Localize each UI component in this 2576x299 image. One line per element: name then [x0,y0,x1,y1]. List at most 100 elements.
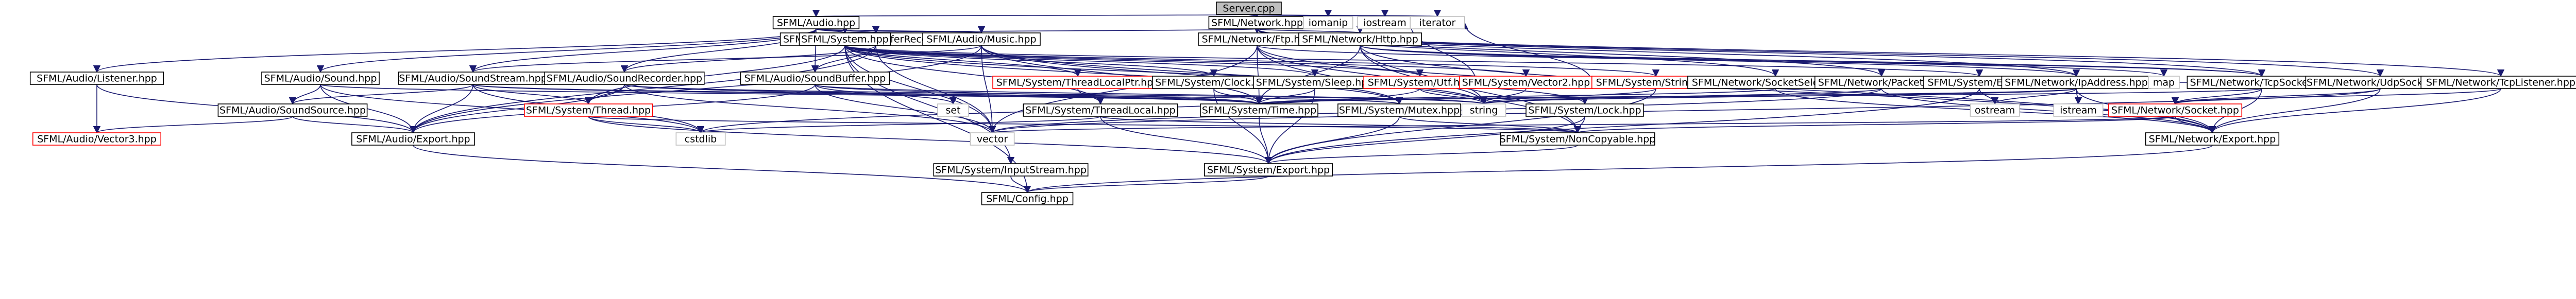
node-iostream-label: iostream [1363,17,1406,29]
node-lock[interactable]: SFML/System/Lock.hpp [1526,103,1644,117]
edge-soundbuffer-to-vector [815,84,996,134]
node-soundsource[interactable]: SFML/Audio/SoundSource.hpp [217,103,368,117]
node-sysexport-box [1204,163,1333,177]
node-lock-box [1526,103,1644,117]
node-set-box [937,103,969,117]
node-vector3-box [32,132,161,146]
edge-sockselector-to-time [1256,88,1776,105]
node-time[interactable]: SFML/System/Time.hpp [1200,103,1318,117]
node-tlptr[interactable]: SFML/System/ThreadLocalPtr.hpp [992,76,1163,89]
node-netexport-label: SFML/Network/Export.hpp [2149,134,2276,145]
edge-tcplistener-to-netexport [2208,88,2501,134]
node-utf-label: SFML/System/Utf.hpp [1368,77,1472,89]
node-netexport[interactable]: SFML/Network/Export.hpp [2145,132,2280,146]
node-soundsource-box [217,103,368,117]
node-server[interactable]: Server.cpp [1216,2,1282,15]
node-audio[interactable]: SFML/Audio.hpp [772,16,860,29]
node-thread[interactable]: SFML/System/Thread.hpp [523,103,653,117]
node-lock-label: SFML/System/Lock.hpp [1528,105,1641,116]
node-socket-box [2108,103,2243,117]
edge-udpsocket-to-netexport [2208,88,2381,134]
node-noncopyable[interactable]: SFML/System/NonCopyable.hpp [1500,132,1656,146]
edge-sound-to-soundsource [289,84,321,105]
node-string_std-box [1461,103,1506,117]
node-vector3[interactable]: SFML/Audio/Vector3.hpp [32,132,161,146]
edge-lock-to-sysexport [1264,116,1585,165]
edge-ftp-to-string_std [1257,45,1488,105]
node-audioexport[interactable]: SFML/Audio/Export.hpp [351,132,475,146]
node-tcplistener[interactable]: SFML/Network/TcpListener.hpp [2420,76,2576,89]
edge-soundsource-to-audioexport [292,116,417,134]
node-listener[interactable]: SFML/Audio/Listener.hpp [29,72,164,85]
node-threadlocal[interactable]: SFML/System/ThreadLocal.hpp [1023,103,1178,117]
edge-ipaddress-to-istream [2074,88,2082,105]
edge-socket-to-noncopyable [1574,116,2176,134]
node-listener-label: SFML/Audio/Listener.hpp [37,73,157,84]
node-soundrecorder[interactable]: SFML/Audio/SoundRecorder.hpp [544,72,705,85]
node-string-label: SFML/System/String.hpp [1596,77,1716,89]
node-audioexport-label: SFML/Audio/Export.hpp [356,134,470,145]
node-config-box [981,192,1074,205]
node-vector2[interactable]: SFML/System/Vector2.hpp [1459,76,1594,89]
node-mutex[interactable]: SFML/System/Mutex.hpp [1337,103,1461,117]
node-time-label: SFML/System/Time.hpp [1202,105,1316,116]
node-udpsocket-label: SFML/Network/UdpSocket.hpp [2307,77,2454,89]
edge-sysexport-to-config [1024,175,1269,194]
node-inputstream[interactable]: SFML/System/InputStream.hpp [933,163,1089,177]
edge-mutex-to-noncopyable [1399,116,1581,134]
node-iomanip-label: iomanip [1309,17,1348,29]
edge-string-to-string_std [1480,88,1656,105]
node-socket[interactable]: SFML/Network/Socket.hpp [2108,103,2243,117]
node-config[interactable]: SFML/Config.hpp [981,192,1074,205]
node-inputstream-box [933,163,1089,177]
node-tlptr-box [992,76,1163,89]
node-sysexport-label: SFML/System/Export.hpp [1207,165,1330,176]
node-ipaddress[interactable]: SFML/Network/IpAddress.hpp [2001,76,2151,89]
edge-http-to-map [1360,45,2167,77]
node-soundstream[interactable]: SFML/Audio/SoundStream.hpp [398,72,548,85]
edge-http-to-noncopyable [1360,45,1582,134]
edge-noncopyable-to-sysexport [1265,145,1578,165]
node-music-box [922,32,1041,46]
node-istream-label: istream [2060,105,2097,116]
edge-tlptr-to-threadlocal [1077,88,1105,105]
edge-socket-to-vector [989,116,2176,134]
node-network[interactable]: SFML/Network.hpp [1208,16,1306,29]
node-http[interactable]: SFML/Network/Http.hpp [1298,32,1422,46]
node-socket-label: SFML/Network/Socket.hpp [2111,105,2239,116]
node-ftp[interactable]: SFML/Network/Ftp.hpp [1198,32,1316,46]
node-sysexport[interactable]: SFML/System/Export.hpp [1204,163,1333,177]
edge-sbr-to-vector [875,45,996,134]
node-tcplistener-box [2420,76,2576,89]
edge-threadlocal-to-noncopyable [1100,116,1581,134]
edge-soundrecorder-to-thread [584,84,625,105]
node-utf[interactable]: SFML/System/Utf.hpp [1363,76,1477,89]
edge-soundsource-to-vector3 [93,116,293,134]
edge-tcpsocket-to-time [1256,88,2262,105]
node-sound-label: SFML/Audio/Sound.hpp [264,73,377,84]
edge-audio-to-music [816,26,985,34]
edge-thread-to-cstdlib [588,116,705,134]
node-server-box [1216,2,1282,15]
node-network-box [1208,16,1306,29]
node-soundbuffer[interactable]: SFML/Audio/SoundBuffer.hpp [740,72,890,85]
node-sound[interactable]: SFML/Audio/Sound.hpp [261,72,380,85]
node-http-label: SFML/Network/Http.hpp [1302,34,1418,45]
node-sleep-label: SFML/System/Sleep.hpp [1256,77,1374,89]
node-soundsource-label: SFML/Audio/SoundSource.hpp [219,105,366,116]
node-soundstream-label: SFML/Audio/SoundStream.hpp [399,73,547,84]
edge-soundstream-to-soundsource [289,84,473,105]
node-system[interactable]: SFML/System.hpp [799,32,891,46]
node-music[interactable]: SFML/Audio/Music.hpp [922,32,1041,46]
node-threadlocal-box [1023,103,1178,117]
node-system-label: SFML/System.hpp [801,34,888,45]
node-iostream-box [1357,16,1413,29]
edge-http-to-time [1255,45,1361,105]
node-ipaddress-label: SFML/Network/IpAddress.hpp [2005,77,2148,89]
node-sleep[interactable]: SFML/System/Sleep.hpp [1253,76,1377,89]
node-audio-box [772,16,860,29]
node-sound-box [261,72,380,85]
edge-system-to-lock [844,45,1588,105]
